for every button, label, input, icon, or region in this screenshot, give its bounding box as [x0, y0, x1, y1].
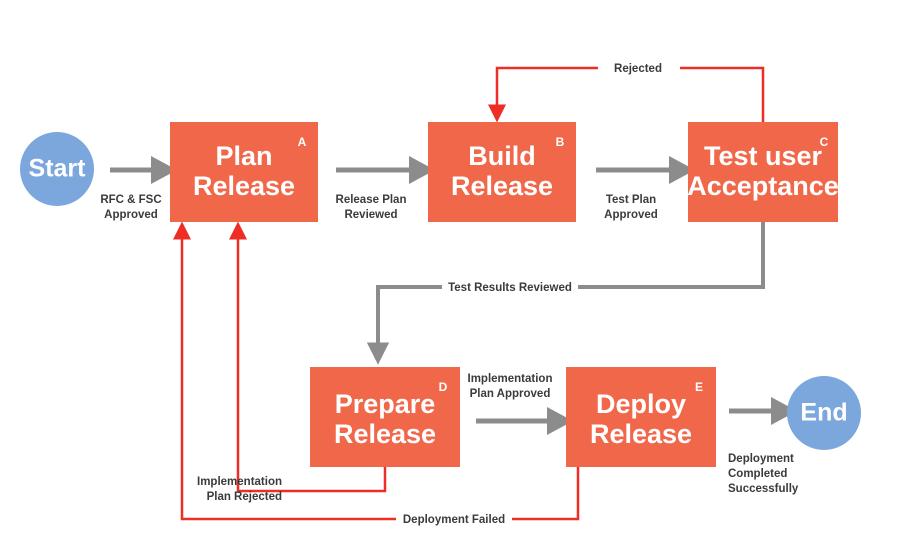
node-build-release-letter: B: [556, 135, 565, 149]
edge-test-results-label: Test Results Reviewed: [448, 282, 572, 294]
edge-test-plan-approved: Test Plan Approved: [596, 156, 695, 221]
node-plan-release-shape: [170, 122, 318, 222]
node-plan-release[interactable]: A Plan Release: [170, 122, 318, 222]
node-deploy-release-label-line1: Deploy: [596, 389, 686, 419]
node-end-shape: [787, 376, 861, 450]
edge-test-results-reviewed: Test Results Reviewed: [366, 222, 765, 365]
edge-deployment-completed: Deployment Completed Successfully: [728, 397, 799, 495]
node-start-shape: [20, 132, 94, 206]
node-build-release-shape: [428, 122, 576, 222]
edge-impl-rejected-line: [229, 221, 387, 493]
node-end[interactable]: End: [787, 376, 861, 450]
edge-deploy-end-label-line1: Deployment: [728, 453, 794, 465]
node-deploy-release-letter: E: [695, 380, 703, 394]
edge-deploy-end-label-line2: Completed: [728, 468, 787, 480]
edge-deploy-end-label-line3: Successfully: [728, 483, 799, 495]
node-prepare-release-label-line2: Release: [334, 419, 436, 449]
node-test-user-acceptance-label-line1: Test user: [704, 141, 823, 171]
node-deploy-release[interactable]: E Deploy Release: [566, 367, 716, 467]
node-start[interactable]: Start: [20, 132, 94, 206]
node-deploy-release-shape: [566, 367, 716, 467]
edge-prepare-deploy-label-line2: Plan Approved: [470, 388, 551, 400]
edge-start-plan-label-line1: RFC & FSC: [100, 194, 161, 206]
edge-deployment-failed: Deployment Failed: [173, 221, 580, 526]
edge-test-results-line-left: [366, 285, 442, 365]
edge-test-results-line-right: [578, 222, 765, 289]
node-build-release-label-line1: Build: [468, 141, 536, 171]
edge-release-plan-reviewed: Release Plan Reviewed: [336, 156, 435, 221]
node-test-user-acceptance-shape: [688, 122, 838, 222]
edge-rejected-label: Rejected: [614, 63, 662, 75]
node-test-user-acceptance[interactable]: C Test user Acceptance: [687, 122, 839, 222]
node-test-user-acceptance-label-line2: Acceptance: [687, 171, 839, 201]
edge-impl-rejected-label-line2: Plan Rejected: [207, 491, 282, 503]
edge-build-test-label-line2: Approved: [604, 209, 658, 221]
node-build-release[interactable]: B Build Release: [428, 122, 576, 222]
node-start-label: Start: [29, 155, 87, 183]
edge-rejected-line-right: [680, 66, 765, 122]
edge-deploy-failed-line-right: [512, 467, 580, 521]
edge-build-test-label-line1: Test Plan: [606, 194, 656, 206]
edge-start-plan-label-line2: Approved: [104, 209, 158, 221]
node-deploy-release-label-line2: Release: [590, 419, 692, 449]
edge-rejected-line-left: [488, 66, 598, 123]
edge-deployment-failed-label: Deployment Failed: [403, 514, 505, 526]
edge-rfc-fsc-approved: RFC & FSC Approved: [100, 156, 177, 221]
node-plan-release-label-line2: Release: [193, 171, 295, 201]
edge-implementation-plan-rejected: Implementation Plan Rejected: [197, 221, 387, 503]
node-build-release-label-line2: Release: [451, 171, 553, 201]
node-end-label: End: [800, 399, 847, 427]
node-prepare-release-label-line1: Prepare: [335, 389, 436, 419]
node-plan-release-letter: A: [298, 135, 307, 149]
node-plan-release-label-line1: Plan: [215, 141, 272, 171]
edge-impl-rejected-label-line1: Implementation: [197, 476, 282, 488]
node-prepare-release-letter: D: [439, 380, 448, 394]
edge-plan-build-label-line1: Release Plan: [336, 194, 407, 206]
edge-deploy-failed-line-left: [173, 221, 396, 521]
node-prepare-release-shape: [310, 367, 460, 467]
edge-plan-build-label-line2: Reviewed: [344, 209, 397, 221]
edge-rejected: Rejected: [488, 63, 765, 123]
node-test-user-acceptance-letter: C: [820, 135, 829, 149]
node-prepare-release[interactable]: D Prepare Release: [310, 367, 460, 467]
edge-implementation-plan-approved: Implementation Plan Approved: [468, 373, 573, 435]
edge-prepare-deploy-label-line1: Implementation: [468, 373, 553, 385]
